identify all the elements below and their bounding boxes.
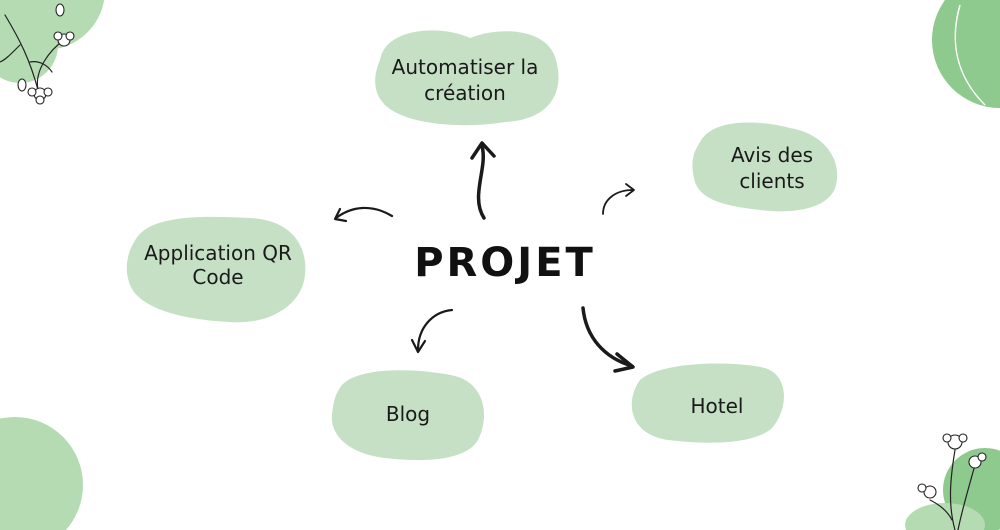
node-blog[interactable]: Blog (331, 370, 485, 461)
leaf (929, 499, 953, 521)
arrow-to-automatiser (470, 141, 496, 220)
node-label-line-2: Code (192, 265, 243, 289)
arrow-line (581, 306, 634, 368)
node-application-qr[interactable]: Application QR Code (126, 216, 306, 323)
node-label-line-1: Avis des (731, 143, 813, 167)
deco-circle (0, 417, 83, 530)
bud-icon (17, 3, 65, 92)
deco-circle (905, 503, 985, 530)
arrow-line (334, 206, 394, 220)
arrow-line (416, 308, 454, 352)
arrow-to-hotel (581, 306, 635, 373)
stem (957, 464, 976, 530)
arrow-head (410, 338, 427, 354)
leaf (0, 44, 21, 63)
node-avis[interactable]: Avis des clients (692, 122, 838, 212)
arrow-head (625, 183, 635, 197)
node-label-line-2: clients (739, 169, 804, 193)
node-label: Hotel (691, 394, 744, 418)
node-blob (331, 370, 485, 461)
arrow-to-application-qr (333, 206, 394, 223)
arrow-head (470, 141, 496, 160)
flower-icon (27, 87, 53, 105)
node-automatiser[interactable]: Automatiser la création (375, 30, 559, 126)
stem (949, 449, 956, 530)
node-hotel[interactable]: Hotel (631, 363, 784, 443)
corner-decoration-bottom-right (905, 433, 1000, 530)
node-blob (631, 363, 784, 443)
corner-decoration-top-right (932, 0, 1000, 108)
node-label-line-1: Automatiser la (392, 55, 539, 79)
node-blob (375, 30, 559, 126)
node-blob (692, 122, 838, 212)
arrow-head (333, 207, 348, 223)
arrow-head (613, 352, 635, 373)
node-blob (126, 216, 306, 323)
arrow-line (602, 189, 634, 215)
arrow-line (476, 144, 486, 220)
arrow-to-avis (602, 183, 635, 215)
flower-icon (917, 483, 937, 499)
node-label-line-1: Application QR (144, 241, 292, 265)
flower-icon (968, 452, 987, 469)
flower-icon (942, 433, 968, 450)
deco-circle (932, 0, 1000, 108)
stem (4, 14, 39, 91)
center-node-label: PROJET (414, 240, 596, 286)
arrow-to-blog (410, 308, 454, 354)
flower-icon (53, 31, 75, 47)
deco-arc (954, 4, 986, 106)
node-label: Blog (386, 402, 430, 426)
corner-decoration-top-left (0, 0, 105, 105)
node-label-line-2: création (424, 81, 506, 105)
leaf (29, 61, 53, 73)
corner-decoration-bottom-left (0, 417, 83, 530)
